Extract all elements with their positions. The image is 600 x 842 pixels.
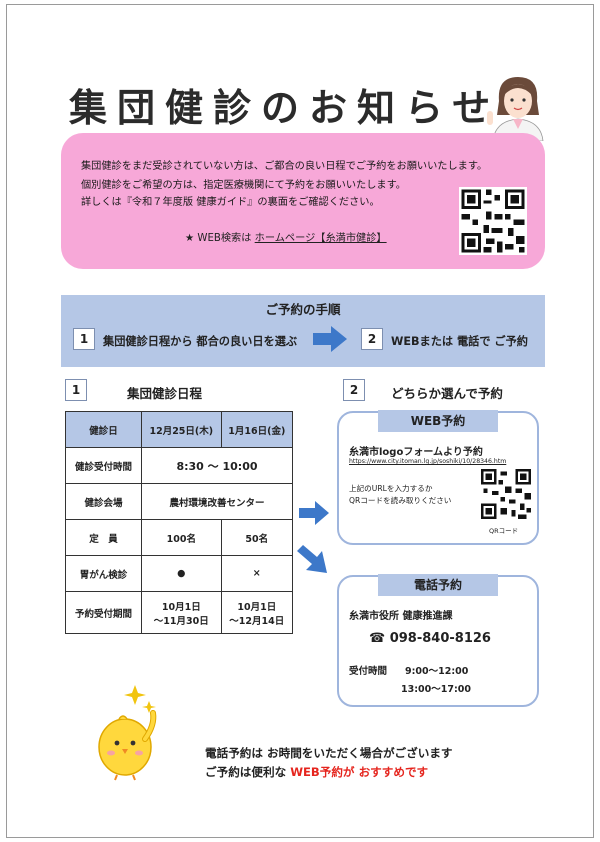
intro-line-3: 詳しくは『令和７年度版 健康ガイド』の裏面をご確認ください。 [81, 197, 380, 208]
nurse-illustration [487, 77, 544, 141]
row-label: 予約受付期間 [65, 591, 142, 634]
period-cell: 10月1日 ～12月14日 [220, 591, 294, 634]
recommend-prefix: ご予約は便利な [205, 765, 291, 779]
reception-time: 8:30 ～ 10:00 [141, 447, 293, 484]
stomach-cell: × [220, 555, 294, 592]
table-header-cell: 12月25日(木) [141, 411, 222, 448]
table-row: 定 員 100名 50名 [65, 519, 294, 556]
table-row: 健診会場 農村環境改善センター [65, 483, 293, 520]
homepage-link[interactable]: ホームページ【糸満市健診】 [254, 233, 387, 244]
qr-code-icon [459, 187, 527, 255]
row-label: 定 員 [65, 519, 142, 556]
venue: 農村環境改善センター [141, 483, 293, 520]
tel-card-caption: 電話予約 [378, 574, 498, 596]
phone-wait-notice: 電話予約は お時間をいただく場合がございます [205, 746, 453, 760]
intro-panel: 集団健診をまだ受診されていない方は、ご都合の良い日程でご予約をお願いいたします。… [61, 133, 545, 269]
right-arrow-icon [313, 326, 347, 352]
web-reservation-card: WEB予約 糸満市logoフォームより予約 https://www.city.i… [337, 410, 539, 545]
period-end: ～11月30日 [153, 615, 209, 627]
row-label: 健診受付時間 [65, 447, 142, 484]
web-card-note-2: QRコードを読み取りください [349, 496, 452, 505]
choose-heading: どちらか選んで予約 [391, 386, 503, 401]
choose-number: 2 [343, 379, 365, 401]
intro-line-2: 個別健診をご希望の方は、指定医療機関にて予約をお願いいたします。 [81, 180, 406, 191]
tel-card-phone: ☎ 098-840-8126 [369, 631, 491, 646]
table-row: 健診受付時間 8:30 ～ 10:00 [65, 447, 293, 484]
row-label: 胃がん検診 [65, 555, 142, 592]
tel-card-office: 糸満市役所 健康推進課 [349, 611, 453, 622]
qr-code-icon [479, 467, 533, 521]
table-row: 予約受付期間 10月1日 ～11月30日 10月1日 ～12月14日 [65, 591, 294, 634]
step-2-number: 2 [361, 328, 383, 350]
period-end: ～12月14日 [229, 615, 285, 627]
web-card-caption: WEB予約 [378, 410, 498, 432]
qr-code-label: QRコード [489, 527, 519, 535]
step-1-number: 1 [73, 328, 95, 350]
web-search-hint: ★ WEB検索は ホームページ【糸満市健診】 [185, 229, 387, 244]
chick-mascot-illustration [98, 685, 157, 781]
web-card-url[interactable]: https://www.city.itoman.lg.jp/soshiki/10… [349, 458, 507, 465]
schedule-heading: 集団健診日程 [127, 386, 203, 401]
right-arrow-icon [299, 501, 329, 525]
table-row: 健診日 12月25日(木) 1月16日(金) [65, 411, 294, 448]
web-search-prefix: ★ WEB検索は [185, 233, 255, 244]
diagonal-arrow-icon [297, 545, 327, 573]
step-1-text: 集団健診日程から 都合の良い日を選ぶ [103, 335, 298, 348]
schedule-table: 健診日 12月25日(木) 1月16日(金) 健診受付時間 8:30 ～ 10:… [65, 411, 294, 634]
tel-hours-label: 受付時間 [349, 666, 388, 677]
period-start: 10月1日 [161, 601, 201, 613]
table-header-cell: 1月16日(金) [220, 411, 294, 448]
period-cell: 10月1日 ～11月30日 [141, 591, 222, 634]
recommend-highlight: WEB予約が おすすめです [290, 765, 429, 779]
tel-hours-afternoon: 13:00～17:00 [401, 684, 471, 695]
schedule-number: 1 [65, 379, 87, 401]
steps-heading: ご予約の手順 [265, 302, 341, 317]
stomach-cell: ● [141, 555, 222, 592]
step-2-text: WEBまたは 電話で ご予約 [391, 335, 528, 348]
tel-hours-morning: 9:00～12:00 [405, 666, 469, 677]
web-card-note-1: 上記のURLを入力するか [349, 484, 433, 493]
table-header-cell: 健診日 [65, 411, 142, 448]
phone-reservation-card: 電話予約 糸満市役所 健康推進課 ☎ 098-840-8126 受付時間 9:0… [337, 574, 539, 707]
capacity-cell: 100名 [141, 519, 222, 556]
table-row: 胃がん検診 ● × [65, 555, 294, 592]
intro-line-1: 集団健診をまだ受診されていない方は、ご都合の良い日程でご予約をお願いいたします。 [81, 161, 488, 172]
period-start: 10月1日 [237, 601, 277, 613]
flyer-page: 集団健診のお知らせ 集団健診をまだ受診されていない方は、ご都合の良い日程でご予約… [6, 4, 594, 838]
web-card-title: 糸満市logoフォームより予約 [349, 447, 483, 458]
web-recommend-notice: ご予約は便利な WEB予約が おすすめです [205, 764, 428, 780]
row-label: 健診会場 [65, 483, 142, 520]
page-title: 集団健診のお知らせ [69, 86, 501, 130]
capacity-cell: 50名 [220, 519, 294, 556]
reservation-steps-band: ご予約の手順 1 集団健診日程から 都合の良い日を選ぶ 2 WEBまたは 電話で… [61, 295, 545, 367]
